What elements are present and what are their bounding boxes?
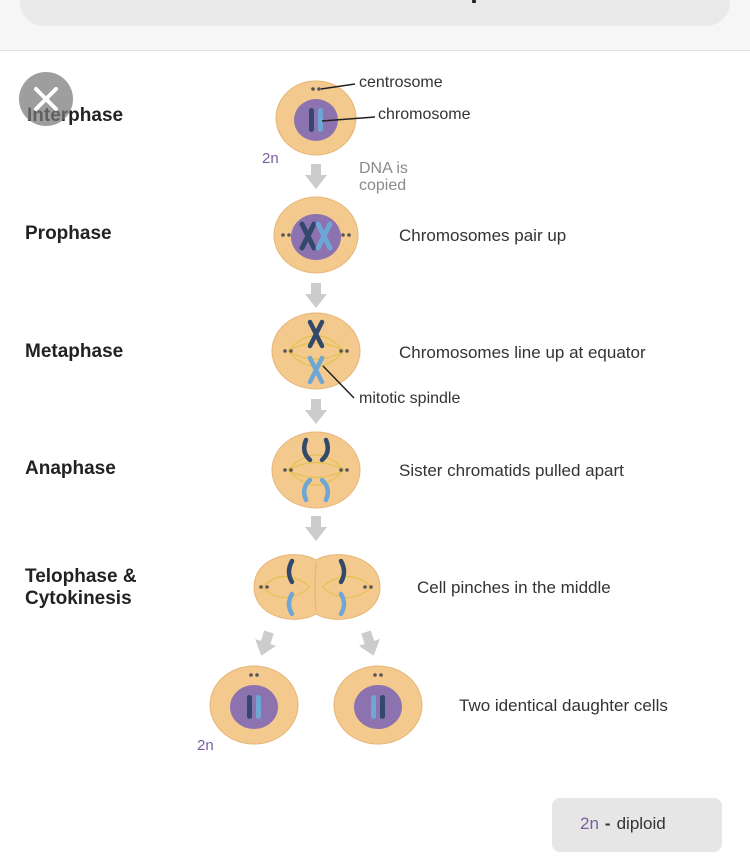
stage-telophase-line2: Cytokinesis [25,588,132,609]
stage-anaphase: Anaphase [25,458,116,479]
daughter-cell-left [209,665,299,745]
telophase-description: Cell pinches in the middle [417,578,611,597]
arrow-anaphase-telophase [305,516,327,541]
centrosome-label: centrosome [359,74,443,91]
mitotic-spindle-label: mitotic spindle [359,390,461,407]
arrow-interphase-prophase [305,164,327,189]
arrow-telophase-daughter-left [250,628,280,660]
arrow-telophase-daughter-right [355,628,385,660]
legend-row: 2n-diploid [580,814,666,834]
centrosome-pointer [320,83,356,90]
address-bar[interactable] [20,0,730,26]
legend-separator: - [604,814,611,833]
legend-key: 2n [580,814,599,833]
daughter-cell-right [333,665,423,745]
browser-top-bar [0,0,750,51]
stage-prophase: Prophase [25,223,112,244]
daughters-description: Two identical daughter cells [459,696,668,715]
ploidy-label-bottom: 2n [197,737,214,754]
close-button[interactable] [19,72,73,126]
close-icon [34,87,58,111]
arrow-metaphase-anaphase [305,399,327,424]
arrow-prophase-metaphase [305,283,327,308]
stage-metaphase: Metaphase [25,341,124,362]
stage-telophase-line1: Telophase & [25,566,137,587]
dna-copied-line2: copied [359,177,407,194]
dna-copied-line1: DNA is [359,160,408,177]
anaphase-cell [271,431,361,509]
address-bar-fragment [472,0,476,3]
metaphase-cell [271,312,361,390]
dna-copied-label: DNA is copied [359,160,408,194]
chromosome-label: chromosome [378,106,471,123]
chromosome-pointer [321,116,376,122]
legend-box: 2n-diploid [552,798,722,852]
telophase-cell [253,554,381,620]
metaphase-description: Chromosomes line up at equator [399,343,646,362]
interphase-cell [275,80,357,156]
spindle-pointer [322,365,355,399]
anaphase-description: Sister chromatids pulled apart [399,461,624,480]
prophase-description: Chromosomes pair up [399,226,567,245]
prophase-cell [273,196,359,274]
ploidy-label-top: 2n [262,150,279,167]
legend-value: diploid [616,814,666,833]
stage-telophase: Telophase & Cytokinesis [25,566,137,610]
